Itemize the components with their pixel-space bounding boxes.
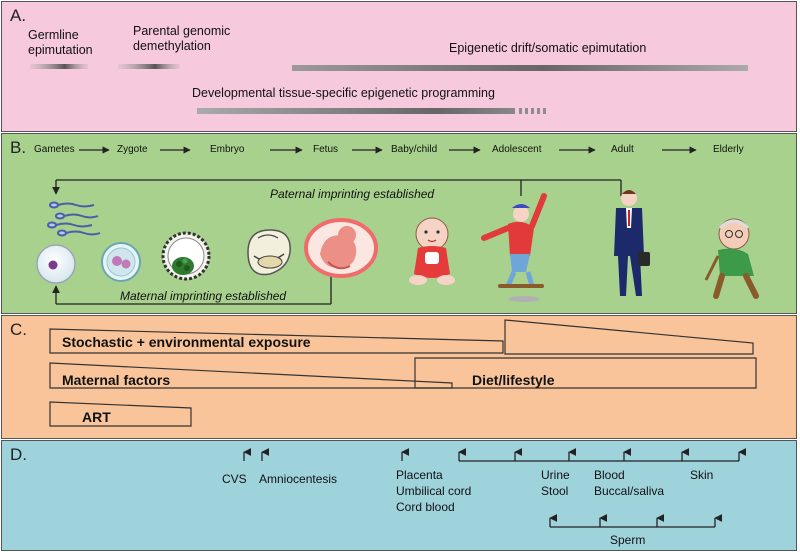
diet-lifestyle-label: Diet/lifestyle bbox=[472, 372, 555, 388]
paternal-imprinting-bracket bbox=[52, 179, 622, 196]
fetus-icon bbox=[304, 218, 378, 278]
parental-demethylation-label: Parental genomic demethylation bbox=[133, 24, 230, 54]
stochastic-exposure-adult-wedge bbox=[504, 319, 754, 355]
stochastic-exposure-label: Stochastic + environmental exposure bbox=[62, 334, 311, 350]
stage-zygote: Zygote bbox=[117, 144, 148, 155]
panel-c-background bbox=[2, 316, 796, 438]
sperm-cells-icon bbox=[47, 201, 101, 237]
cord-blood-label: Cord blood bbox=[396, 500, 455, 514]
panel-b: B. Gametes Zygote Embryo Fetus Baby/chil… bbox=[1, 133, 797, 314]
stochastic-exposure-wedge bbox=[49, 328, 504, 354]
adolescent-skater-icon bbox=[481, 193, 547, 302]
stool-label: Stool bbox=[541, 484, 569, 498]
epigenetic-drift-bar bbox=[292, 65, 748, 71]
art-wedge bbox=[49, 401, 192, 427]
panel-d-graphics bbox=[2, 441, 796, 550]
stage-adult: Adult bbox=[611, 144, 634, 155]
stage-adolescent: Adolescent bbox=[492, 144, 542, 155]
urine-stool-label: Urine Stool bbox=[541, 467, 570, 499]
diet-lifestyle-wedge bbox=[414, 357, 757, 389]
sample-arrows bbox=[243, 448, 410, 461]
maternal-imprinting-label: Maternal imprinting established bbox=[120, 289, 287, 303]
sperm-label: Sperm bbox=[610, 533, 646, 547]
amniocentesis-label: Amniocentesis bbox=[259, 472, 338, 486]
skin-label: Skin bbox=[690, 468, 714, 482]
zygote-icon bbox=[101, 242, 141, 282]
germline-line-1: Germline bbox=[28, 28, 79, 42]
panel-b-background bbox=[2, 134, 796, 313]
art-label: ART bbox=[82, 409, 111, 425]
parental-line-1: Parental genomic bbox=[133, 24, 231, 38]
paternal-imprinting-label: Paternal imprinting established bbox=[270, 187, 435, 201]
parental-line-2: demethylation bbox=[133, 39, 211, 53]
panel-c-label: C. bbox=[10, 320, 27, 339]
maternal-factors-label: Maternal factors bbox=[62, 372, 171, 388]
stage-fetus: Fetus bbox=[313, 144, 339, 155]
buccal-saliva-label: Buccal/saliva bbox=[594, 484, 665, 498]
maternal-imprinting-bracket bbox=[52, 274, 332, 305]
panel-d-background bbox=[2, 441, 796, 550]
panel-c: C. Stochastic + environmental exposure M… bbox=[1, 315, 797, 439]
embryo-icon bbox=[247, 229, 291, 276]
blastocyst-icon bbox=[161, 231, 211, 281]
germline-epimutation-label: Germline epimutation bbox=[28, 28, 93, 58]
panel-a-graphics bbox=[2, 2, 796, 131]
panel-d-label: D. bbox=[10, 445, 27, 464]
baby-icon bbox=[409, 217, 455, 285]
germline-epimutation-bar bbox=[30, 64, 88, 69]
stage-baby-child: Baby/child bbox=[391, 144, 438, 155]
panel-b-label: B. bbox=[10, 138, 27, 157]
placenta-samples-label: Placenta Umbilical cord Cord blood bbox=[396, 467, 471, 515]
epigenetic-drift-label: Epigenetic drift/somatic epimutation bbox=[449, 41, 647, 55]
panel-a-label: A. bbox=[10, 6, 27, 25]
sperm-sample-timeline bbox=[549, 514, 723, 528]
adult-businessman-icon bbox=[614, 190, 650, 296]
umbilical-cord-label: Umbilical cord bbox=[396, 484, 472, 498]
stage-elderly: Elderly bbox=[713, 144, 744, 155]
urine-label: Urine bbox=[541, 468, 570, 482]
panel-d: D. CVS Amniocentesis Placenta Umbilical … bbox=[1, 440, 797, 551]
stage-gametes: Gametes bbox=[34, 144, 75, 155]
developmental-programming-bar bbox=[197, 108, 515, 114]
oocyte-icon bbox=[36, 244, 76, 284]
panel-b-graphics bbox=[2, 134, 796, 313]
postnatal-sample-timeline bbox=[458, 448, 747, 462]
blood-label: Blood bbox=[594, 468, 625, 482]
developmental-programming-dashes bbox=[519, 108, 546, 114]
germline-line-2: epimutation bbox=[28, 43, 93, 57]
elderly-man-icon bbox=[704, 218, 759, 299]
blood-buccal-label: Blood Buccal/saliva bbox=[594, 467, 664, 499]
cvs-label: CVS bbox=[222, 472, 247, 486]
parental-demethylation-bar bbox=[118, 64, 180, 69]
panel-a: A. Germline epimutation Parental genomic… bbox=[1, 1, 797, 132]
panel-c-graphics bbox=[2, 316, 796, 438]
placenta-label: Placenta bbox=[396, 468, 443, 482]
developmental-programming-label: Developmental tissue-specific epigenetic… bbox=[192, 86, 495, 100]
stage-embryo: Embryo bbox=[210, 144, 245, 155]
